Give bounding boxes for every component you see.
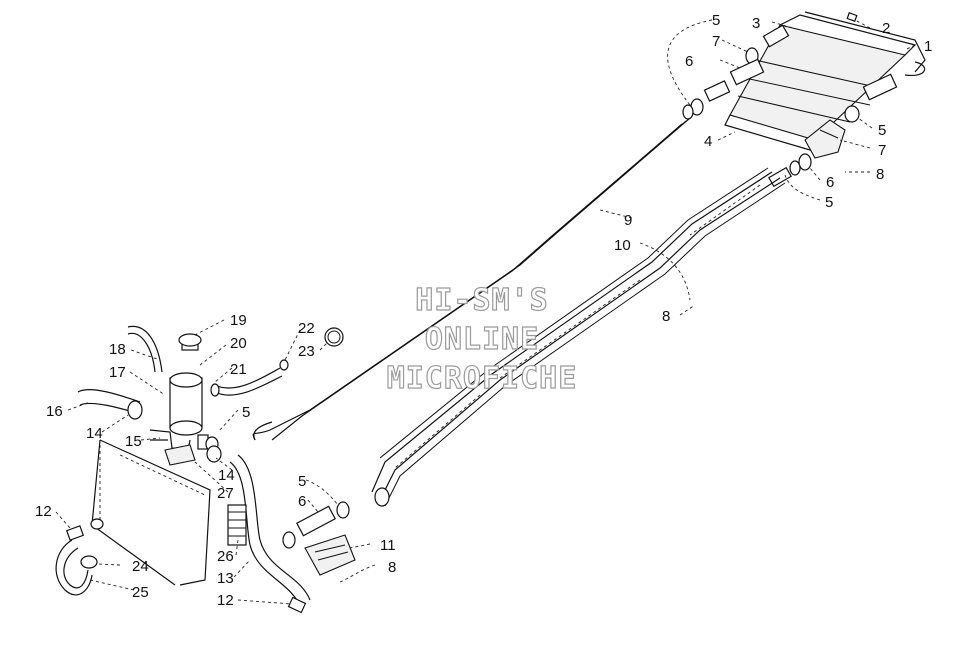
callout-5e: 5 [298, 473, 306, 490]
callout-27: 27 [217, 485, 234, 502]
callout-13: 13 [217, 570, 234, 587]
reservoir-assembly [77, 325, 344, 466]
callout-5d: 5 [242, 404, 250, 421]
callout-5b: 5 [878, 122, 886, 139]
callout-4: 4 [704, 133, 712, 150]
callout-8b: 8 [662, 308, 670, 325]
leader-lines [55, 19, 916, 605]
callout-19: 19 [230, 312, 247, 329]
callout-3: 3 [752, 15, 760, 32]
watermark: HI-SM'S ONLINE MICROFICHE [386, 282, 578, 396]
callout-8a: 8 [876, 166, 884, 183]
callout-25: 25 [132, 584, 149, 601]
coolant-tank [90, 439, 211, 586]
callout-9: 9 [624, 212, 632, 229]
callout-12a: 12 [35, 503, 52, 520]
callout-14a: 14 [86, 425, 103, 442]
callout-6a: 6 [685, 53, 693, 70]
callouts: 1 2 3 4 5 5 5 5 5 6 6 6 7 7 8 8 8 9 10 1… [35, 12, 932, 609]
lower-hose-fittings [282, 501, 356, 576]
coolant-tube-10 [371, 167, 786, 507]
callout-6b: 6 [826, 174, 834, 191]
watermark-line3: MICROFICHE [387, 361, 578, 396]
callout-7b: 7 [878, 142, 886, 159]
callout-18: 18 [109, 341, 126, 358]
callout-23: 23 [298, 343, 315, 360]
hose-13 [229, 454, 311, 614]
callout-1: 1 [924, 38, 932, 55]
callout-22: 22 [298, 320, 315, 337]
callout-5c: 5 [825, 194, 833, 211]
hose-25 [55, 525, 98, 596]
spring-26 [227, 504, 247, 546]
callout-5a: 5 [712, 12, 720, 29]
callout-15: 15 [125, 433, 142, 450]
callout-20: 20 [230, 335, 247, 352]
coolant-tube-9 [252, 117, 691, 441]
callout-12b: 12 [217, 592, 234, 609]
callout-11: 11 [380, 537, 396, 554]
upper-hose-fittings [682, 24, 898, 188]
callout-14b: 14 [218, 467, 235, 484]
callout-10: 10 [614, 237, 631, 254]
callout-8c: 8 [388, 559, 396, 576]
callout-24: 24 [132, 558, 149, 575]
watermark-line2: ONLINE [425, 322, 539, 357]
callout-2: 2 [882, 20, 890, 37]
heat-exchanger [724, 11, 926, 151]
watermark-line1: HI-SM'S [415, 283, 548, 318]
callout-17: 17 [109, 364, 126, 381]
callout-7a: 7 [712, 33, 720, 50]
callout-16: 16 [46, 403, 63, 420]
callout-26: 26 [217, 548, 234, 565]
callout-6c: 6 [298, 493, 306, 510]
callout-21: 21 [230, 361, 247, 378]
